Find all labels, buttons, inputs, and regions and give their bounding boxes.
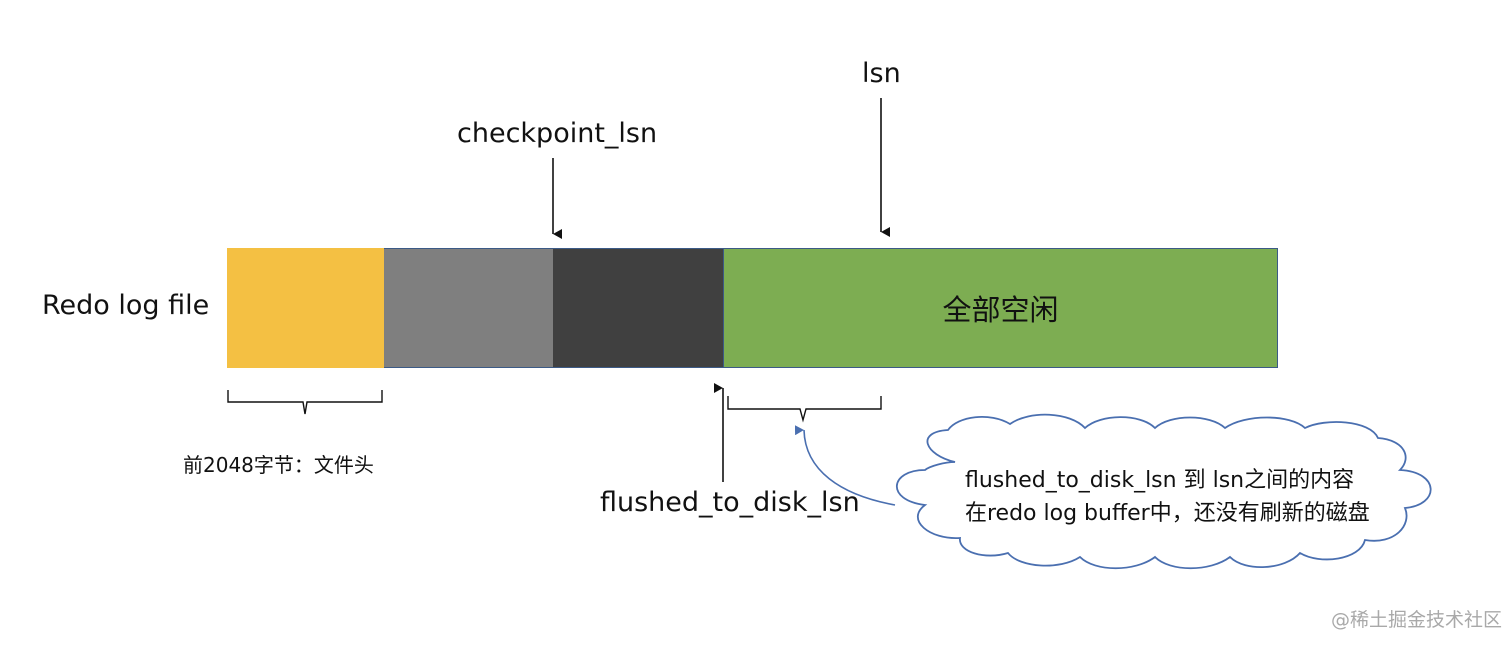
callout-line-1: flushed_to_disk_lsn 到 lsn之间的内容: [965, 468, 1355, 493]
callout-cloud: [896, 413, 1432, 570]
checkpointed-segment: [384, 248, 553, 368]
row-label: Redo log file: [42, 290, 210, 321]
callout-pointer: [794, 425, 896, 506]
pending-brace: [727, 396, 882, 423]
file-header-segment: [227, 248, 384, 368]
free-segment-label: 全部空闲: [942, 293, 1059, 327]
header-brace: [227, 390, 383, 415]
flushed-marker-label: flushed_to_disk_lsn: [600, 487, 860, 518]
free-segment: 全部空闲: [723, 248, 1278, 368]
flushed-segment: [553, 248, 723, 368]
watermark: @稀土掘金技术社区: [1331, 609, 1503, 631]
checkpoint-marker-label: checkpoint_lsn: [457, 118, 658, 149]
callout-line-2: 在redo log buffer中，还没有刷新的磁盘: [965, 501, 1370, 526]
callout-text: flushed_to_disk_lsn 到 lsn之间的内容 在redo log…: [965, 464, 1370, 530]
lsn-marker-label: lsn: [862, 58, 901, 89]
header-note: 前2048字节：文件头: [183, 453, 374, 477]
